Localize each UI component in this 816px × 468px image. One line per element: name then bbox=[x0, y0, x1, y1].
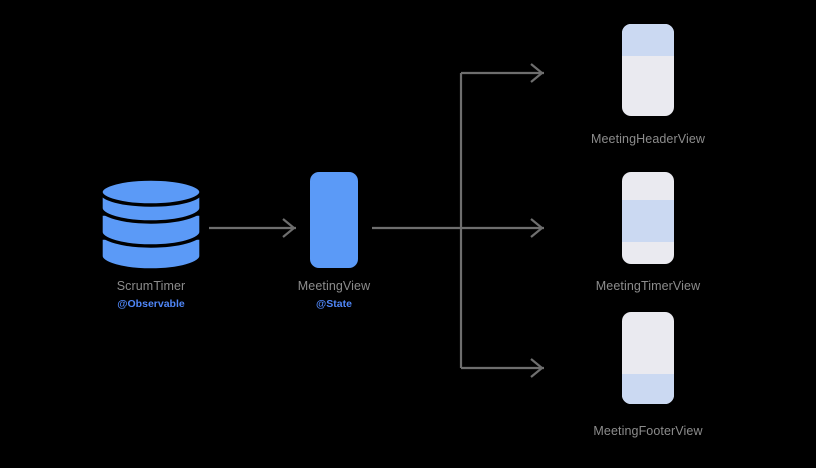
phone-highlight-band-middle bbox=[622, 200, 674, 242]
edge-meetingview-to-footer bbox=[461, 358, 544, 378]
edge-meetingview-to-header bbox=[461, 63, 544, 83]
label-scrumtimer: ScrumTimer bbox=[116, 279, 186, 293]
node-scrumtimer[interactable] bbox=[98, 178, 204, 270]
phone-highlight-band-top bbox=[622, 24, 674, 56]
annotation-observable: @Observable bbox=[117, 298, 185, 310]
edge-scrumtimer-to-meetingview bbox=[209, 218, 296, 238]
edge-meetingview-to-timer bbox=[461, 218, 544, 238]
database-icon bbox=[99, 178, 203, 270]
label-meetingfooterview: MeetingFooterView bbox=[593, 424, 703, 438]
label-meetingtimerview: MeetingTimerView bbox=[595, 279, 701, 293]
node-meetingtimerview[interactable] bbox=[622, 172, 674, 264]
phone-highlight-band-bottom bbox=[622, 374, 674, 404]
node-meetingheaderview[interactable] bbox=[622, 24, 674, 116]
annotation-state: @State bbox=[316, 298, 352, 310]
node-meetingfooterview[interactable] bbox=[622, 312, 674, 404]
node-meetingview[interactable] bbox=[310, 172, 358, 268]
edge-trunk bbox=[372, 73, 463, 368]
label-meetingheaderview: MeetingHeaderView bbox=[590, 132, 706, 146]
label-meetingview: MeetingView bbox=[297, 279, 371, 293]
